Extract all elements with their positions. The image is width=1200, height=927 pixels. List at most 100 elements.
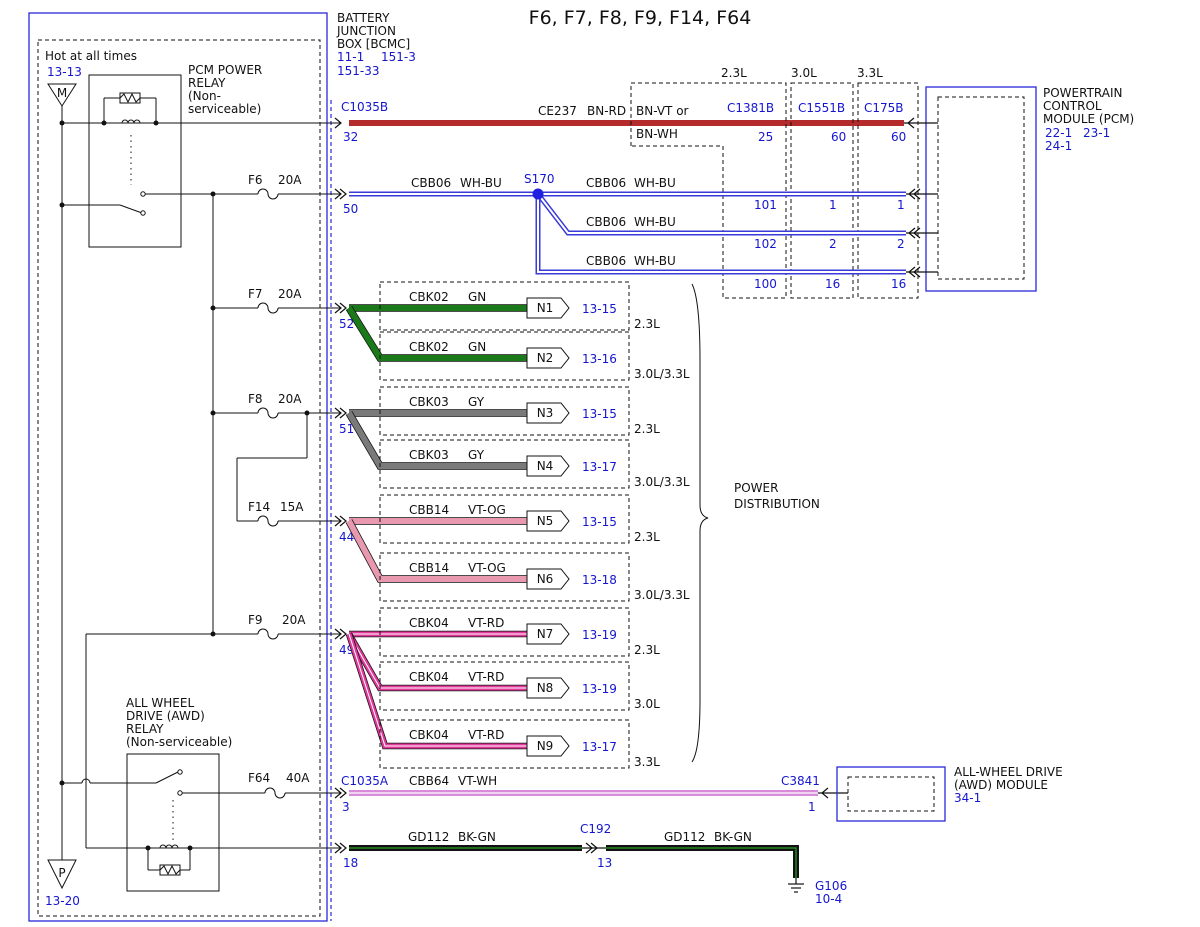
ground-g106-icon [788,878,804,893]
battery-junction-box [28,12,328,922]
hot-ref: 13-13 [47,65,82,79]
branch-engine: 2.3L [634,530,660,544]
pcm-module [925,86,1037,292]
branch-ref: 13-19 [582,628,617,642]
branch-circuit: CBK03 [409,395,449,409]
pcm-name-3: MODULE (PCM) [1043,112,1134,126]
branch-engine: 2.3L [634,422,660,436]
fuse-f14: F14 15A [236,410,340,527]
gd112-circuit-b: GD112 [664,830,705,844]
branch-engine: 2.3L [634,317,660,331]
branch-circuit: CBK02 [409,340,449,354]
bjb-connector-chevrons [334,117,347,854]
branch-engine: 3.3L [634,755,660,769]
fuse-f7-name: F7 [248,287,263,301]
pcm-connector-chevrons [904,117,938,278]
node-icon [526,677,570,699]
ce237-circuit: CE237 [538,104,577,118]
node-icon [526,735,570,757]
pcm-name-1: POWERTRAIN [1043,86,1123,100]
branch-color: VT-RD [468,670,504,684]
cbb06-circuit-d: CBB06 [586,254,626,268]
branch-pin: 52 [339,317,354,331]
awd-module-ref: 34-1 [954,791,981,805]
node-icon [526,568,570,590]
pcm-relay-box [88,74,182,248]
c1035a-pin: 3 [342,800,350,814]
branch-color: GY [468,448,485,462]
branch-circuit: CBK04 [409,670,449,684]
awd-relay-box [126,753,220,892]
branch-color: VT-RD [468,616,504,630]
cbb06-color-b: WH-BU [634,176,676,190]
branch-box [379,281,630,331]
g106-label: G106 [815,879,847,893]
c1551b-pin-2: 1 [829,198,837,212]
c1551b-pin-4: 16 [825,277,840,291]
c1381b-label: C1381B [727,101,774,115]
branch-color: GN [468,340,486,354]
awd-module-inner [847,776,935,812]
c1381b-pin-3: 102 [754,237,777,251]
ground-ref: 13-20 [45,894,80,908]
awd-relay-label-1: ALL WHEEL [126,696,194,710]
branch-engine: 3.0L/3.3L [634,367,690,381]
node-label: N1 [537,301,554,315]
hot-symbol: M [57,86,67,100]
fuse-f6: F6 20A [213,173,340,200]
fuse-f6-name: F6 [248,173,263,187]
fuse-f8-rating: 20A [278,392,302,406]
power-distribution-brace [691,283,709,763]
bjb-ref-3: 151-33 [337,64,380,78]
fuse-f9-rating: 20A [282,613,306,627]
fuse-f7-rating: 20A [278,287,302,301]
node-label: N6 [537,572,554,586]
ground-triangle-icon [47,859,77,890]
branch-ref: 13-18 [582,573,617,587]
node-icon [526,347,570,369]
node-icon [526,455,570,477]
fuse-f8-name: F8 [248,392,263,406]
cbb06-color-a: WH-BU [460,176,502,190]
g106-ref: 10-4 [815,892,842,906]
branch-engine: 3.0L/3.3L [634,588,690,602]
ce237-color: BN-RD [587,104,626,118]
branch-ref: 13-15 [582,302,617,316]
branch-wire-tracer [348,633,527,747]
branch-box [379,719,630,769]
pcm-ref-3: 24-1 [1045,139,1072,153]
branch-ref: 13-16 [582,352,617,366]
c1381b-pin-1: 25 [758,130,773,144]
pcm-relay-label-2: RELAY [188,76,226,90]
pcm-relay-switch-icon [62,191,213,216]
node-icon [526,510,570,532]
c175b-pin-1: 60 [891,130,906,144]
awd-module-name-2: (AWD) MODULE [954,778,1048,792]
pcm-ref-2: 23-1 [1083,126,1110,140]
pcm-relay-label-4: serviceable) [188,102,261,116]
pcm-module-inner [937,96,1025,280]
engine-label-3.3l: 3.3L [857,66,883,80]
branch-circuit: CBK04 [409,616,449,630]
node-label: N4 [537,459,554,473]
splice-s170-label: S170 [524,172,555,186]
bjb-name-1: BATTERY [337,11,390,25]
branch-ref: 13-17 [582,740,617,754]
bjb-ref-2: 151-3 [381,50,416,64]
pcm-relay-coil-icon [62,92,340,185]
fuse-f14-rating: 15A [280,500,304,514]
fuse-f64-name: F64 [248,771,270,785]
node-label: N5 [537,514,554,528]
c3841-pin: 1 [808,800,816,814]
pcm-relay-label-3: (Non- [188,89,221,103]
branch-pin: 44 [339,530,354,544]
branch-pin: 51 [339,422,354,436]
node-icon [526,402,570,424]
engine-label-3.0l: 3.0L [791,66,817,80]
node-label: N7 [537,627,554,641]
c1381b-pin-2: 101 [754,198,777,212]
c1381b-pin-4: 100 [754,277,777,291]
c3841-label: C3841 [781,774,820,788]
cbb06-color-c: WH-BU [634,215,676,229]
